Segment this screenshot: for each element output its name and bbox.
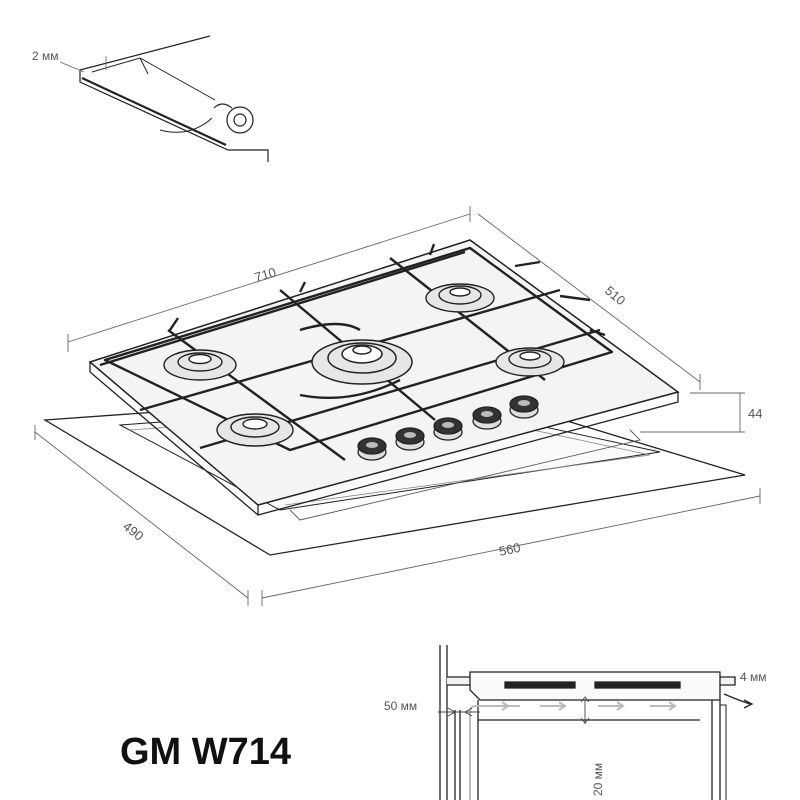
hob (88, 239, 680, 521)
side-gap-label: 50 мм (384, 699, 417, 713)
bottom-gap-label: 20 мм (591, 763, 605, 796)
knob-5 (509, 395, 539, 419)
ventilation-dimension-lines (438, 696, 590, 724)
cutout-depth-label: 490 (120, 519, 146, 544)
burner-center-wok (311, 339, 413, 385)
seal-tape (91, 57, 216, 101)
hob-width-label: 710 (253, 264, 278, 284)
burner-back-right (425, 283, 495, 313)
knob-1 (357, 437, 387, 461)
rear-gap-label: 4 мм (740, 670, 767, 684)
burner-front-left (216, 413, 294, 447)
model-title: GM W714 (120, 731, 291, 773)
hob-depth-label: 510 (602, 283, 628, 308)
seal-strip (81, 77, 227, 146)
knob-2 (395, 427, 425, 451)
seal-roll-icon (226, 106, 254, 134)
cutout-dimension-lines (34, 425, 761, 606)
burner-back-left (163, 349, 237, 381)
cutout-width-label: 560 (498, 540, 522, 559)
seal-detail (59, 35, 269, 162)
hob-height-label: 44 (748, 406, 762, 421)
seal-edge-back (79, 35, 211, 71)
rear-gap-arrow-icon (723, 693, 751, 705)
burner-front-right (495, 347, 565, 377)
seal-gap-label: 2 мм (32, 49, 59, 63)
knob-4 (472, 406, 502, 430)
knob-3 (433, 417, 463, 441)
airflow-arrows (469, 701, 677, 800)
seal-edge-front (79, 70, 269, 162)
ventilation-detail (439, 645, 736, 800)
hob-dimension-lines (67, 206, 745, 433)
control-knobs (357, 395, 539, 461)
